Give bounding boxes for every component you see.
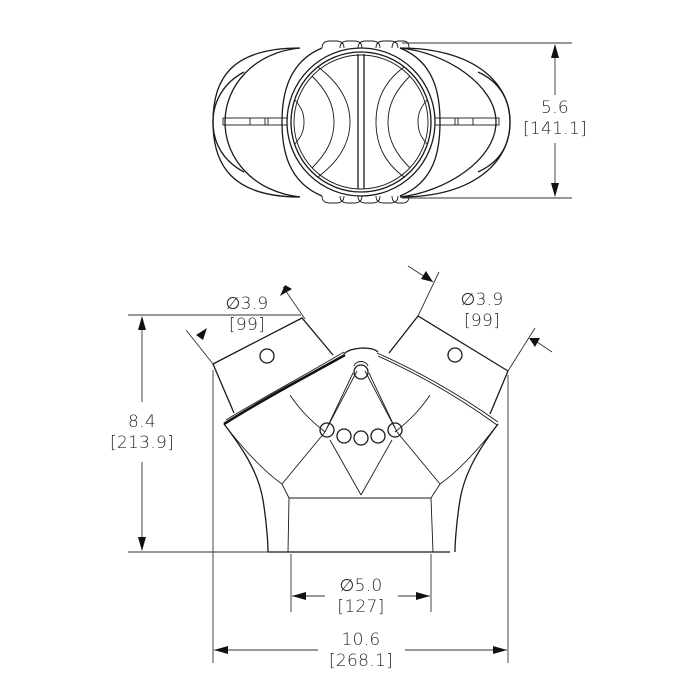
label-right-inlet-value: ∅3.9 <box>460 290 504 310</box>
label-outlet-value: ∅5.0 <box>339 576 383 596</box>
label-left-inlet-value: ∅3.9 <box>225 294 269 314</box>
top-view <box>212 40 511 204</box>
label-right-inlet: ∅3.9 [99] <box>447 290 517 332</box>
label-right-inlet-metric: [99] <box>463 311 501 331</box>
dimension-outlet <box>290 554 432 612</box>
label-overall-height-metric: [213.9] <box>109 433 175 453</box>
label-overall-width-value: 10.6 <box>341 630 381 650</box>
label-overall-height: 8.4 [213.9] <box>102 412 182 454</box>
label-top-height-value: 5.6 <box>541 98 569 118</box>
dimension-overall-height <box>128 314 268 553</box>
label-left-inlet-metric: [99] <box>228 315 266 335</box>
label-left-inlet: ∅3.9 [99] <box>212 294 282 336</box>
label-overall-width: 10.6 [268.1] <box>316 630 406 672</box>
dimension-top-height <box>402 42 572 199</box>
label-top-height: 5.6 [141.1] <box>515 98 595 140</box>
dimension-right-inlet <box>407 265 553 372</box>
label-outlet: ∅5.0 [127] <box>326 576 396 618</box>
label-outlet-metric: [127] <box>337 597 385 617</box>
label-overall-height-value: 8.4 <box>128 412 156 432</box>
label-overall-width-metric: [268.1] <box>328 651 394 671</box>
front-view <box>212 315 509 553</box>
label-top-height-metric: [141.1] <box>522 119 588 139</box>
dimension-overall-width <box>212 370 509 663</box>
